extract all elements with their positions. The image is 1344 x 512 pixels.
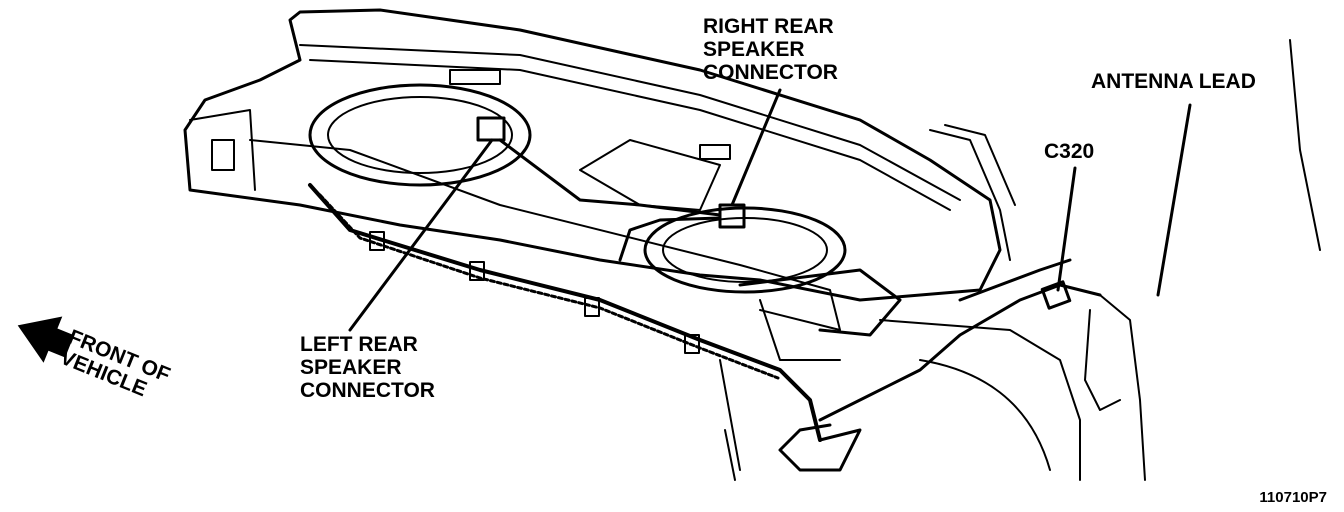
label-right-rear-speaker-connector: RIGHT REAR SPEAKER CONNECTOR (703, 15, 838, 84)
right-rear-line3: CONNECTOR (703, 61, 838, 84)
leader-right-rear (730, 88, 782, 207)
leader-left-rear (348, 138, 494, 332)
leader-antenna (1156, 103, 1192, 297)
wiring-harness (308, 138, 1146, 481)
package-shelf (183, 8, 1002, 361)
quarter-panel (719, 39, 1321, 481)
left-rear-line2: SPEAKER (300, 356, 402, 379)
figure-id: 110710P7 (1259, 489, 1327, 506)
front-arrow: FRONT OF VEHICLE (17, 316, 173, 401)
label-antenna-lead: ANTENNA LEAD (1091, 70, 1256, 93)
left-rear-line1: LEFT REAR (300, 333, 418, 356)
label-c320: C320 (1044, 140, 1094, 163)
arrow-left-icon (17, 316, 75, 363)
left-rear-line3: CONNECTOR (300, 379, 435, 402)
right-rear-line2: SPEAKER (703, 38, 805, 61)
right-rear-line1: RIGHT REAR (703, 15, 834, 38)
leader-c320 (1056, 166, 1077, 292)
leader-lines (348, 88, 1192, 332)
label-left-rear-speaker-connector: LEFT REAR SPEAKER CONNECTOR (300, 333, 435, 402)
